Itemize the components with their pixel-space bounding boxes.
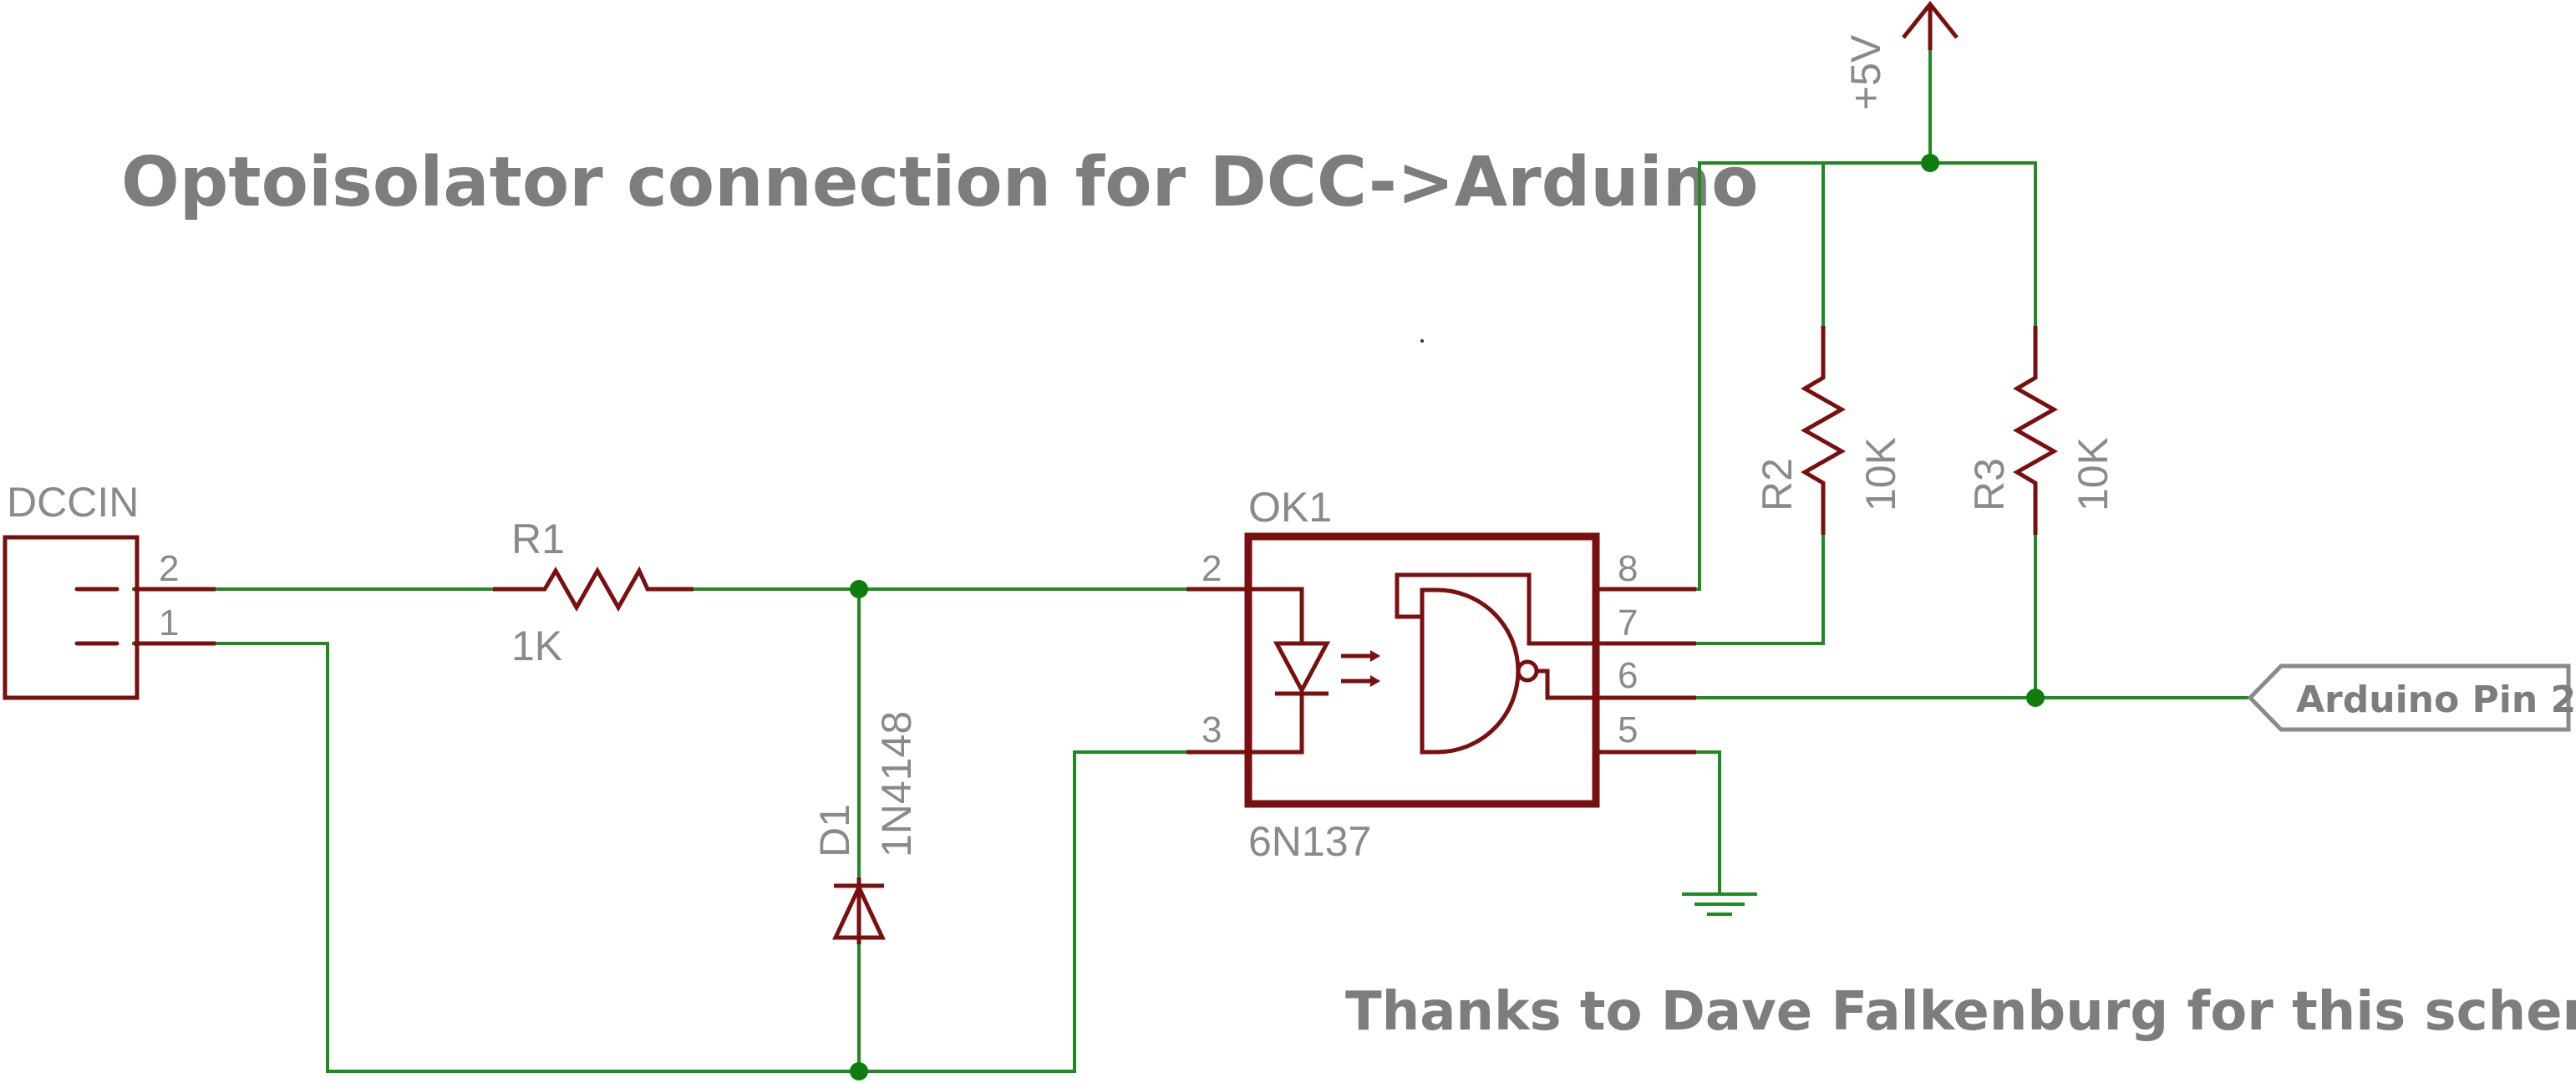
- ok1-part: 6N137: [1248, 818, 1371, 865]
- junction-dot: [850, 580, 868, 598]
- resistor-r2: R2 10K: [1754, 326, 1904, 535]
- junction-dot: [2026, 689, 2045, 707]
- arduino-port-label: Arduino Pin 2: [2247, 664, 2576, 732]
- supply-symbol: +5V: [1842, 0, 1959, 110]
- resistor-r3: R3 10K: [1966, 326, 2116, 535]
- ok1-name: OK1: [1248, 484, 1332, 531]
- port-text: Arduino Pin 2: [2296, 679, 2576, 721]
- ok1-pin-3: 3: [1202, 709, 1222, 750]
- d1-value: 1N4148: [873, 711, 920, 857]
- ground-symbol: [1682, 892, 1757, 916]
- credit-text: Thanks to Dave Falkenburg for this schem…: [1345, 981, 2576, 1043]
- stray-dot: [1420, 339, 1424, 343]
- wires: [132, 22, 2252, 1073]
- diagram-title: Optoisolator connection for DCC->Arduino: [121, 143, 1758, 222]
- r3-value: 10K: [2070, 437, 2116, 511]
- dccin-connector: DCCIN 2 1: [3, 479, 216, 700]
- r2-name: R2: [1754, 458, 1801, 511]
- junction-dot: [1921, 154, 1939, 172]
- r1-value: 1K: [511, 623, 562, 669]
- ok1-pin-5: 5: [1618, 709, 1638, 750]
- ok1-pin-7: 7: [1618, 603, 1638, 643]
- supply-label: +5V: [1842, 34, 1889, 110]
- resistor-r1: R1 1K: [493, 516, 694, 669]
- ok1-pin-8: 8: [1618, 548, 1638, 589]
- d1-name: D1: [811, 804, 858, 857]
- connector-pin-1: 1: [159, 603, 179, 643]
- connector-name: DCCIN: [7, 479, 139, 526]
- diode-d1: D1 1N4148: [811, 711, 920, 944]
- r1-name: R1: [511, 516, 565, 562]
- connector-pin-2: 2: [159, 548, 179, 589]
- optocoupler-ok1: OK1 6N137 2 3 8 7 6 5: [1186, 484, 1696, 865]
- ok1-pin-6: 6: [1618, 655, 1638, 696]
- junction-dot: [850, 1062, 868, 1080]
- ok1-pin-2: 2: [1202, 548, 1222, 589]
- junctions: [850, 154, 2045, 1080]
- r2-value: 10K: [1857, 437, 1904, 511]
- r3-name: R3: [1966, 458, 2013, 511]
